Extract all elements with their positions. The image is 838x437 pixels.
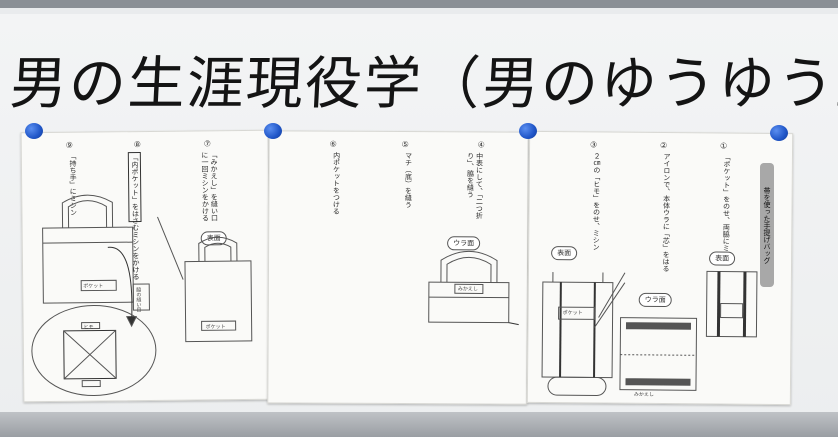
magnet [25, 123, 43, 139]
magnet [264, 123, 282, 139]
pocket-label: ポケット [83, 283, 104, 290]
pocket-label: ポケット [562, 310, 583, 317]
pocket-label: ポケット [205, 324, 226, 331]
panel-title: 帯を使った手提げバッグ [760, 163, 774, 287]
mikaeshi-label: みかえし [633, 391, 654, 398]
himo-label: ヒモ [83, 324, 94, 331]
magnet [519, 123, 537, 139]
headline: 男の生涯現役学（男のゆうゆう塾） [8, 51, 838, 117]
side-note: 脇の縫い目 [135, 287, 142, 313]
instruction-sheet-right: ③ ２㎝の「ヒモ」をのせ、ミシン ② アイロンで、本体ウラに「芯」をはる ① 「… [526, 130, 794, 406]
sewing-diagram [428, 250, 519, 326]
instruction-sheet-middle: ⑥ 内ポケットをつける ⑤ マチ（底）を縫う ④ 中表にして、「二つ折り」、脇を… [267, 130, 529, 405]
sewing-diagram [31, 194, 253, 397]
instruction-sheet-left: ⑨ 「持ち手」にミシン ⑧ 「内ポケット」をはさむミシンをかける ⑦ 「みかえし… [20, 129, 272, 403]
magnet [770, 125, 788, 141]
whiteboard-frame [0, 412, 838, 437]
sewing-diagram [541, 270, 758, 396]
mikaeshi-label: みかえし [457, 286, 478, 293]
